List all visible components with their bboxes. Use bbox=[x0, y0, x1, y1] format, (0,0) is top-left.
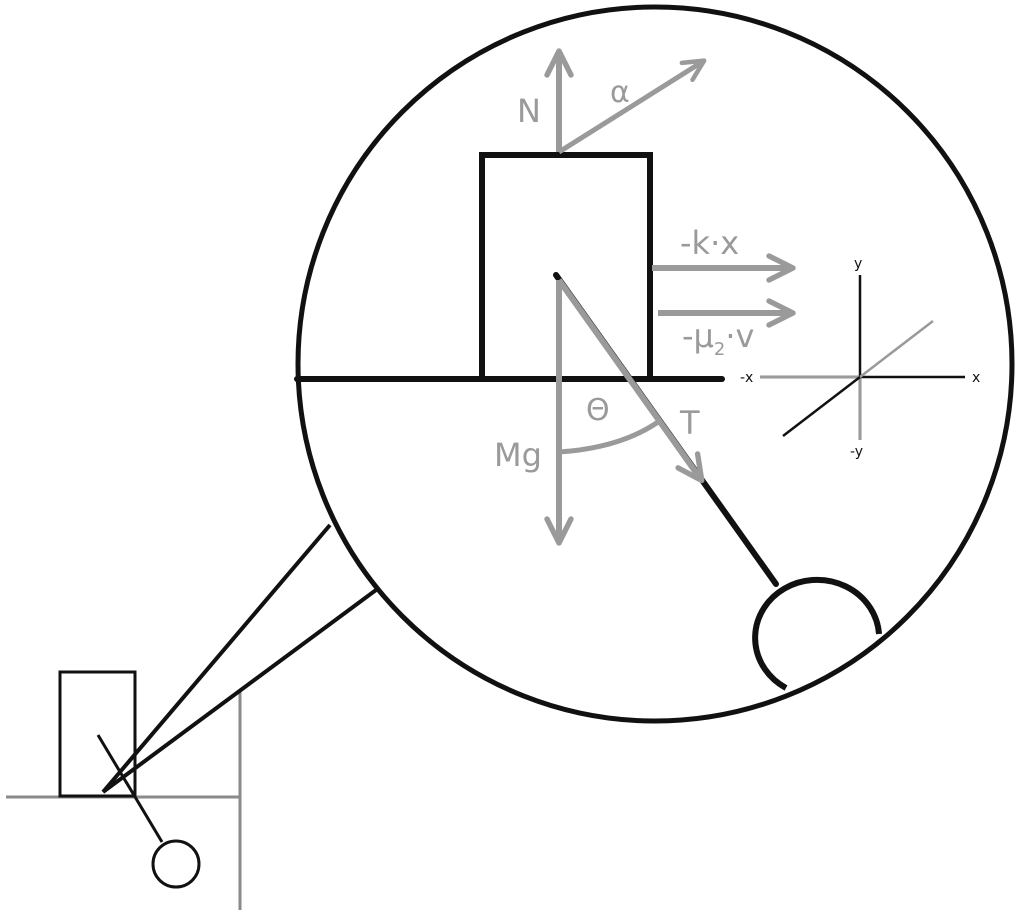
theta-angle-arc bbox=[558, 419, 660, 455]
pos-y-label: y bbox=[854, 256, 862, 272]
block bbox=[479, 152, 653, 382]
magnifier-circle bbox=[295, 4, 1015, 724]
z-axis-front bbox=[782, 376, 861, 437]
overview-string bbox=[96, 734, 164, 843]
tension-force-label: T bbox=[679, 404, 700, 442]
overview-pendulum-bob bbox=[151, 839, 201, 889]
neg-y-label: -y bbox=[850, 444, 863, 460]
zoom-line-upper bbox=[101, 523, 332, 794]
overview-scene bbox=[6, 670, 242, 910]
theta-angle-label: Θ bbox=[586, 393, 610, 428]
pendulum-bob bbox=[752, 576, 882, 691]
magnified-view: N α -k·x -μ2·v Mg T Θ y -y x -x bbox=[294, 4, 1015, 724]
weight-force-label: Mg bbox=[494, 436, 542, 474]
zoom-line-lower bbox=[101, 588, 378, 794]
normal-force-label: N bbox=[517, 92, 541, 130]
overview-block bbox=[58, 670, 137, 798]
coordinate-axes: y -y x -x bbox=[740, 256, 980, 460]
z-axis-back bbox=[859, 320, 934, 378]
friction-force-label: -μ2·v bbox=[682, 317, 754, 360]
zoom-callout bbox=[101, 523, 378, 794]
neg-x-label: -x bbox=[740, 370, 753, 386]
tension-force-arrow bbox=[556, 278, 705, 484]
applied-angle-label: α bbox=[610, 75, 630, 110]
applied-force-arrow bbox=[557, 58, 707, 155]
pos-x-label: x bbox=[972, 370, 980, 386]
spring-force-label: -k·x bbox=[680, 224, 739, 262]
